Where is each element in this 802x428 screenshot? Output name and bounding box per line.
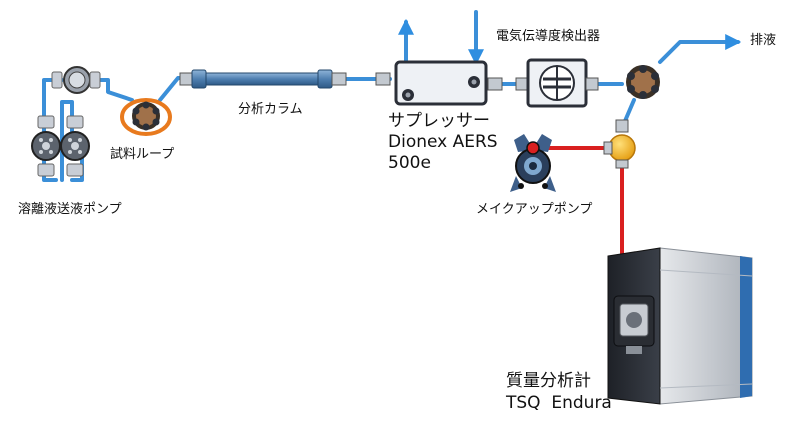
- suppressor-model-line1: Dionex AERS: [388, 132, 498, 152]
- waste-label: 排液: [750, 33, 777, 48]
- suppressor: [375, 60, 503, 106]
- mixing-tee: [603, 134, 636, 169]
- makeup-pump-label: メイクアップポンプ: [476, 202, 593, 217]
- mass-spec-label: 質量分析計: [506, 371, 591, 391]
- mass-spec-model-label: TSQ Endura: [506, 393, 612, 413]
- injection-valve: [120, 98, 172, 136]
- mass-spectrometer: [607, 247, 753, 405]
- analytical-column-label: 分析カラム: [238, 102, 303, 117]
- analytical-column: [179, 69, 347, 89]
- sample-loop-label: 試料ループ: [110, 147, 175, 162]
- suppressor-model-line2: 500e: [388, 153, 431, 173]
- makeup-pump: [510, 134, 556, 192]
- switching-valve: [615, 65, 660, 133]
- conductivity-detector-label: 電気伝導度検出器: [496, 29, 601, 44]
- eluent-pump-label: 溶離液送液ポンプ: [18, 202, 122, 217]
- red-tubing: [546, 146, 624, 260]
- suppressor-label: サプレッサー: [388, 111, 490, 131]
- conductivity-detector: [515, 58, 599, 108]
- eluent-pump: [31, 66, 101, 177]
